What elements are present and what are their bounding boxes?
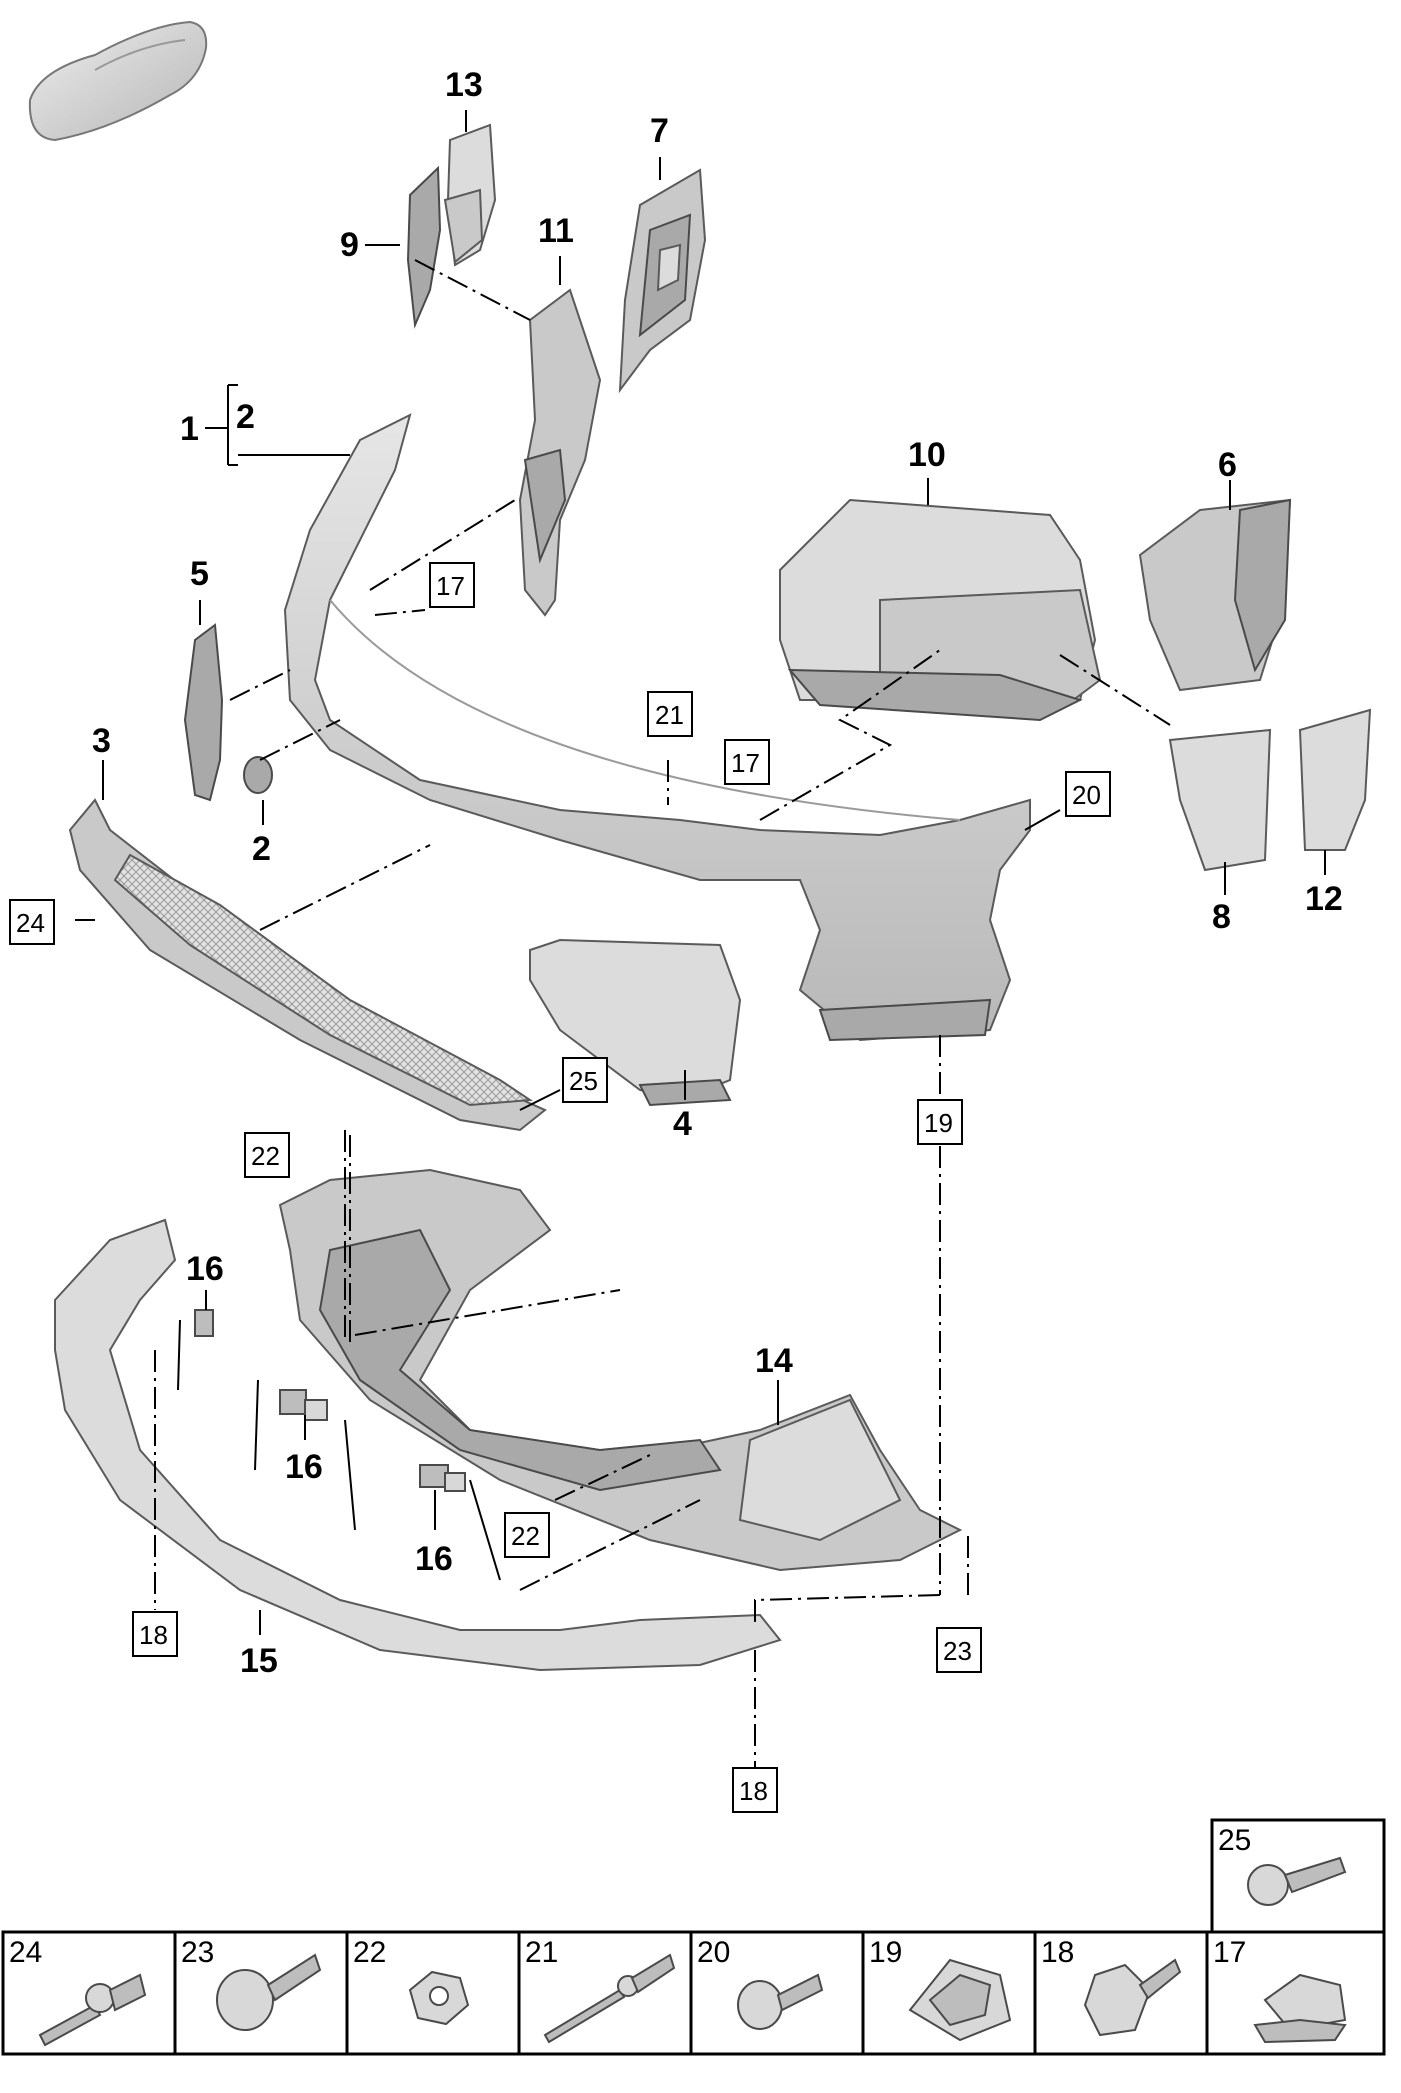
callout-12: 12 bbox=[1305, 880, 1343, 918]
svg-text:19: 19 bbox=[924, 1108, 953, 1138]
svg-text:22: 22 bbox=[251, 1141, 280, 1171]
callout-7: 7 bbox=[650, 112, 669, 150]
box-ref-23: 23 bbox=[936, 1627, 982, 1673]
part-7-bracket bbox=[618, 168, 707, 394]
callout-16-b: 16 bbox=[285, 1448, 323, 1486]
box-ref-19: 19 bbox=[917, 1099, 963, 1145]
part-11-bracket bbox=[518, 288, 602, 617]
part-2-cap bbox=[243, 756, 273, 794]
callout-3: 3 bbox=[92, 722, 111, 760]
svg-text:18: 18 bbox=[139, 1620, 168, 1650]
svg-text:18: 18 bbox=[739, 1776, 768, 1806]
part-9-bracket bbox=[406, 165, 442, 329]
box-ref-17-lower: 17 bbox=[724, 739, 770, 785]
fastener-cell-17: 17 bbox=[1205, 1930, 1386, 2056]
callout-13: 13 bbox=[445, 66, 483, 104]
box-ref-21: 21 bbox=[647, 691, 693, 737]
callout-15: 15 bbox=[240, 1642, 278, 1680]
callout-8: 8 bbox=[1212, 898, 1231, 936]
box-ref-22-lower: 22 bbox=[504, 1512, 550, 1558]
svg-text:17: 17 bbox=[436, 571, 465, 601]
box-ref-18-right: 18 bbox=[732, 1767, 778, 1813]
fastener-cell-22: 22 bbox=[345, 1930, 521, 2056]
svg-text:24: 24 bbox=[9, 1936, 42, 1969]
callout-4: 4 bbox=[673, 1105, 692, 1143]
callout-16-a: 16 bbox=[186, 1250, 224, 1288]
callout-5: 5 bbox=[190, 555, 209, 593]
callout-16-c: 16 bbox=[415, 1540, 453, 1578]
svg-text:22: 22 bbox=[353, 1936, 386, 1969]
part-16-sensor-a bbox=[177, 1309, 214, 1391]
expanding-rivet-icon bbox=[1083, 1958, 1182, 2037]
part-15-lip-spoiler bbox=[54, 1218, 782, 1672]
svg-text:17: 17 bbox=[731, 748, 760, 778]
svg-text:21: 21 bbox=[525, 1936, 558, 1969]
hex-nut-icon bbox=[408, 1970, 470, 2026]
svg-text:25: 25 bbox=[1218, 1824, 1251, 1857]
part-16-sensor-c bbox=[419, 1464, 501, 1581]
box-ref-17-upper: 17 bbox=[429, 562, 475, 608]
callout-2-upper: 2 bbox=[236, 398, 255, 436]
callout-numbers: 13 7 9 11 1 2 10 6 5 3 2 8 12 4 16 14 16… bbox=[92, 66, 1343, 1680]
svg-text:17: 17 bbox=[1213, 1936, 1246, 1969]
callout-1: 1 bbox=[180, 410, 199, 448]
blind-rivet-icon bbox=[543, 1953, 676, 2044]
fastener-cell-23: 23 bbox=[173, 1930, 349, 2056]
part-4-inlet-trim bbox=[529, 938, 742, 1107]
callout-9: 9 bbox=[340, 226, 359, 264]
fastener-cell-18: 18 bbox=[1033, 1930, 1209, 2056]
screw-icon bbox=[216, 1953, 322, 2031]
callout-6: 6 bbox=[1218, 446, 1237, 484]
screw-icon bbox=[737, 1973, 824, 2030]
part-3-grille bbox=[68, 798, 547, 1132]
svg-text:24: 24 bbox=[16, 908, 45, 938]
part-8-trim bbox=[1168, 728, 1272, 872]
part-16-sensor-b bbox=[254, 1379, 356, 1531]
svg-text:25: 25 bbox=[569, 1066, 598, 1096]
fastener-cell-21: 21 bbox=[517, 1930, 693, 2056]
svg-text:20: 20 bbox=[1072, 780, 1101, 810]
svg-text:22: 22 bbox=[511, 1521, 540, 1551]
fastener-table: 25 24 23 22 bbox=[1, 1818, 1386, 2056]
part-12-trim bbox=[1298, 708, 1372, 851]
fastener-cell-24: 24 bbox=[1, 1930, 177, 2056]
callout-11: 11 bbox=[538, 212, 574, 250]
svg-text:23: 23 bbox=[181, 1936, 214, 1969]
callout-14: 14 bbox=[755, 1342, 793, 1380]
part-1-bumper-cover bbox=[283, 413, 1031, 1042]
screw-icon bbox=[1247, 1856, 1347, 1906]
clip-icon bbox=[1253, 1973, 1347, 2044]
boxed-references: 17 21 17 20 24 25 19 22 bbox=[9, 562, 1111, 1813]
leader-lines bbox=[75, 110, 1326, 1635]
part-5-side-grille bbox=[183, 623, 224, 802]
fastener-cell-20: 20 bbox=[689, 1930, 865, 2056]
car-silhouette-icon bbox=[28, 20, 208, 142]
svg-text:20: 20 bbox=[697, 1936, 730, 1969]
svg-text:23: 23 bbox=[943, 1636, 972, 1666]
svg-text:19: 19 bbox=[869, 1936, 902, 1969]
box-ref-24: 24 bbox=[9, 899, 55, 945]
rivet-icon bbox=[38, 1973, 147, 2047]
part-10-air-duct bbox=[779, 498, 1102, 722]
callout-2-lower: 2 bbox=[252, 830, 271, 868]
relation-lines bbox=[154, 259, 1171, 1775]
fastener-cell-25: 25 bbox=[1210, 1818, 1386, 1934]
svg-text:18: 18 bbox=[1041, 1936, 1074, 1969]
box-ref-20: 20 bbox=[1065, 771, 1111, 817]
svg-text:21: 21 bbox=[655, 700, 684, 730]
fastener-cell-19: 19 bbox=[861, 1930, 1037, 2056]
box-ref-25: 25 bbox=[562, 1057, 608, 1103]
box-ref-22-upper: 22 bbox=[244, 1132, 290, 1178]
callout-10: 10 bbox=[908, 436, 946, 474]
box-ref-18-left: 18 bbox=[132, 1611, 178, 1657]
clip-icon bbox=[908, 1958, 1012, 2042]
part-14-carrier bbox=[278, 1168, 963, 1572]
part-13-bracket bbox=[443, 123, 497, 267]
part-6-bracket bbox=[1138, 498, 1292, 692]
